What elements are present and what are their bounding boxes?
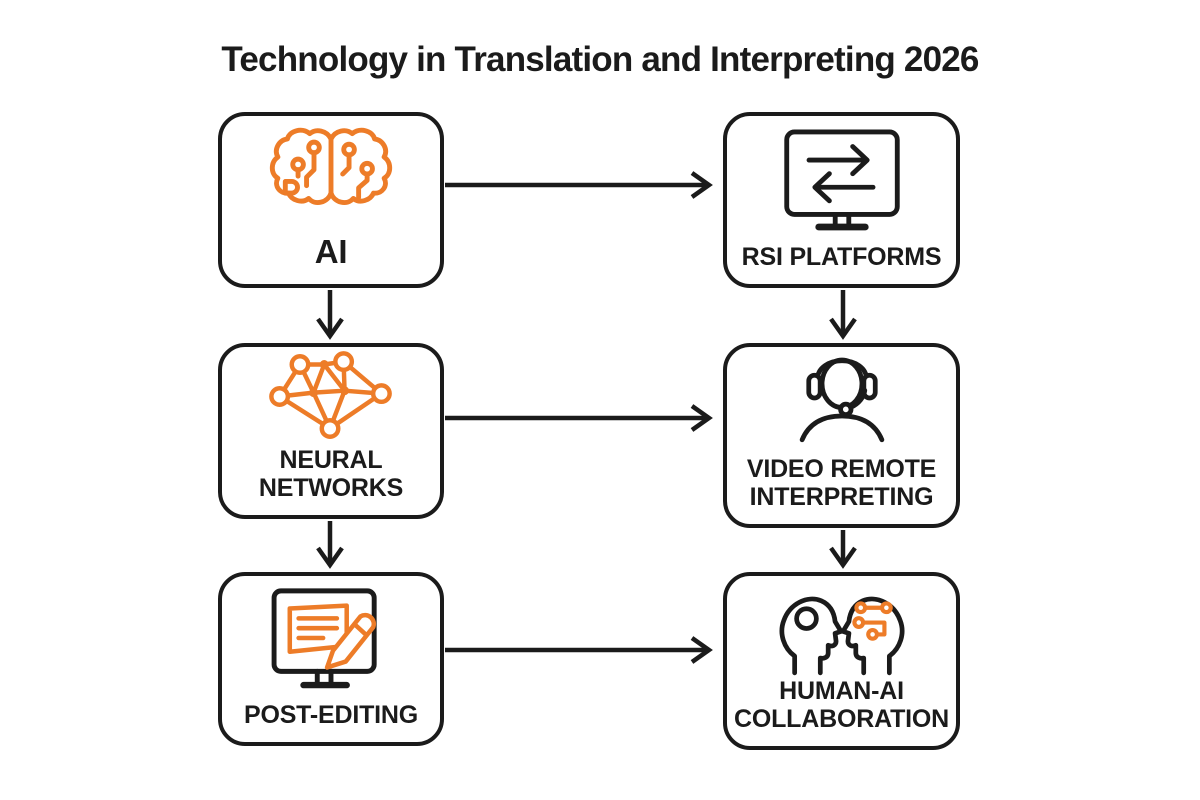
node-ai: AI: [218, 112, 444, 288]
node-hac-label: HUMAN-AI COLLABORATION: [734, 676, 949, 733]
node-rsi-label: RSI PLATFORMS: [741, 242, 942, 271]
node-ai-label: AI: [314, 232, 348, 270]
brain-circuit-icon: [222, 116, 440, 233]
node-vri-label: VIDEO REMOTE INTERPRETING: [746, 454, 937, 511]
node-video-remote-interpreting: VIDEO REMOTE INTERPRETING: [723, 343, 960, 528]
monitor-document-pencil-icon: [222, 576, 440, 701]
neural-network-icon: [222, 347, 440, 446]
node-pe-label: POST-EDITING: [243, 700, 418, 729]
node-neural-networks: NEURAL NETWORKS: [218, 343, 444, 519]
node-human-ai-collaboration: HUMAN-AI COLLABORATION: [723, 572, 960, 750]
node-rsi-platforms: RSI PLATFORMS: [723, 112, 960, 288]
headset-person-icon: [727, 341, 956, 455]
monitor-exchange-arrows-icon: [727, 116, 956, 243]
node-nn-label: NEURAL NETWORKS: [258, 445, 404, 502]
human-ai-heads-icon: [727, 576, 956, 677]
node-post-editing: POST-EDITING: [218, 572, 444, 746]
page-title: Technology in Translation and Interpreti…: [221, 40, 979, 79]
